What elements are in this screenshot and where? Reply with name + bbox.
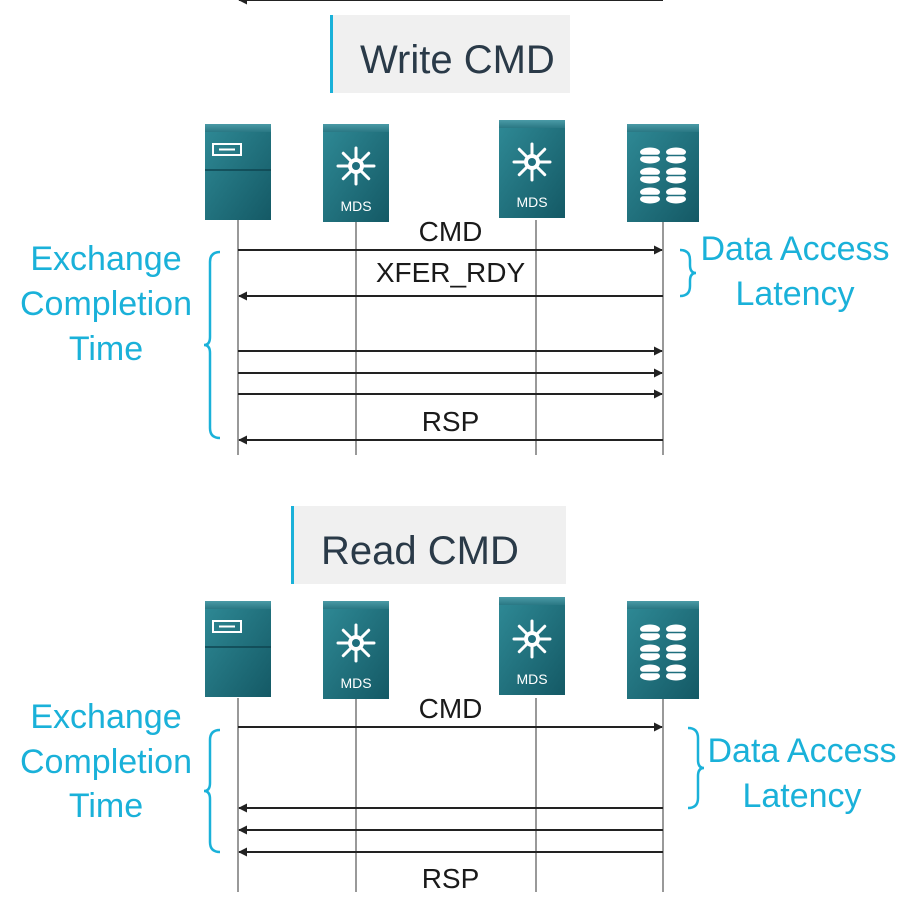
mds-switch-icon: MDS: [323, 124, 389, 222]
panel-write: Write CMD MDS MDS CMD XFER_RDY RSP ExchangeCom…: [20, 15, 889, 455]
mds-switch-icon: MDS: [323, 601, 389, 699]
panel-title: Read CMD: [291, 506, 566, 584]
data-access-latency-label: Latency: [742, 777, 861, 815]
device-label: MDS: [340, 198, 371, 214]
message-label: RSP: [422, 406, 480, 437]
storage-array-icon: [627, 601, 699, 699]
left-brace: [203, 728, 221, 854]
left-brace: [203, 250, 221, 440]
message-label: CMD: [419, 693, 483, 724]
device-label: MDS: [516, 671, 547, 687]
device-label: MDS: [340, 675, 371, 691]
panel-title: Write CMD: [330, 15, 570, 93]
exchange-completion-label: Exchange: [30, 698, 181, 736]
message-label: RSP: [422, 863, 480, 894]
exchange-completion-label: Time: [69, 787, 143, 825]
right-brace: [687, 726, 705, 810]
storage-array-icon: [627, 124, 699, 222]
panel-title-text: Read CMD: [321, 529, 519, 573]
device-label: MDS: [516, 194, 547, 210]
exchange-completion-label: Completion: [20, 743, 192, 781]
message-arrow: RSP: [238, 0, 663, 894]
server-icon: [205, 124, 271, 220]
exchange-completion-label: Completion: [20, 285, 192, 323]
message-arrow: CMD: [238, 693, 663, 732]
message-label: XFER_RDY: [376, 257, 526, 288]
data-access-latency-label: Latency: [735, 275, 854, 313]
exchange-completion-label: Time: [69, 330, 143, 368]
message-arrow: RSP: [238, 406, 663, 445]
message-label: CMD: [419, 216, 483, 247]
panel-title-text: Write CMD: [360, 38, 555, 82]
data-access-latency-label: Data Access: [701, 230, 890, 268]
message-arrow: CMD: [238, 216, 663, 255]
message-arrow: XFER_RDY: [238, 257, 663, 301]
mds-switch-icon: MDS: [499, 120, 565, 218]
data-access-latency-label: Data Access: [708, 732, 897, 770]
server-icon: [205, 601, 271, 697]
mds-switch-icon: MDS: [499, 597, 565, 695]
exchange-completion-label: Exchange: [30, 240, 181, 278]
right-brace: [679, 248, 697, 298]
